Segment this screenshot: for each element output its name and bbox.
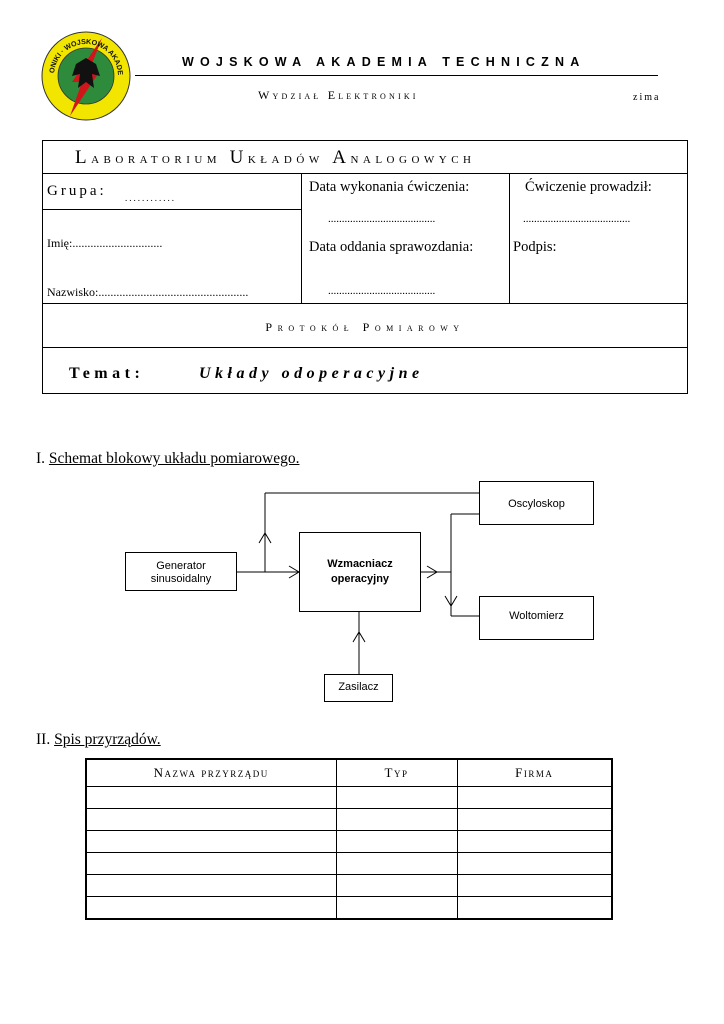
season-label: zima (633, 92, 661, 103)
table-row (85, 852, 613, 875)
group-label: Grupa: (47, 183, 107, 199)
table-cell[interactable] (456, 808, 613, 831)
table-cell[interactable] (335, 786, 458, 809)
form-divider (43, 303, 687, 304)
form-divider (43, 173, 687, 174)
table-row (85, 896, 613, 920)
group-field[interactable]: ............ (125, 193, 176, 203)
date-submit-label: Data oddania sprawozdania: (309, 239, 474, 255)
university-name: WOJSKOWA AKADEMIA TECHNICZNA (182, 55, 586, 69)
form-divider (509, 173, 510, 303)
table-body (85, 786, 613, 920)
instruments-table: Nazwa przyrządu Typ Firma (85, 758, 613, 920)
section-2-heading: II. Spis przyrządów. (36, 731, 161, 748)
table-cell[interactable] (85, 874, 337, 897)
col-header-type: Typ (335, 758, 458, 787)
topic-value: Układy odoperacyjne (199, 365, 424, 382)
form-box: Laboratorium Układów Analogowych Grupa: … (42, 140, 688, 394)
signature-label: Podpis: (513, 239, 557, 255)
table-row (85, 830, 613, 853)
date-submit-field[interactable]: ....................................... (328, 285, 436, 297)
table-cell[interactable] (456, 786, 613, 809)
table-cell[interactable] (456, 896, 613, 920)
date-exec-field[interactable]: ....................................... (328, 213, 436, 225)
first-name-field[interactable]: Imię:.............................. (47, 236, 163, 250)
table-cell[interactable] (456, 852, 613, 875)
table-cell[interactable] (456, 874, 613, 897)
form-divider (43, 209, 301, 210)
table-cell[interactable] (85, 786, 337, 809)
topic-label: Temat: (69, 365, 145, 382)
table-cell[interactable] (85, 896, 337, 920)
lab-title: Laboratorium Układów Analogowych (75, 147, 476, 168)
col-header-company: Firma (456, 758, 613, 787)
oscilloscope-block: Oscyloskop (479, 481, 594, 525)
table-cell[interactable] (85, 852, 337, 875)
table-cell[interactable] (85, 808, 337, 831)
table-cell[interactable] (335, 830, 458, 853)
instructor-label: Ćwiczenie prowadził: (525, 179, 652, 195)
power-supply-block: Zasilacz (324, 674, 393, 702)
faculty-name: Wydział Elektroniki (258, 88, 419, 102)
table-header-row: Nazwa przyrządu Typ Firma (85, 758, 613, 787)
col-header-name: Nazwa przyrządu (85, 758, 337, 787)
voltmeter-block: Woltomierz (479, 596, 594, 640)
protocol-title: Protokół Pomiarowy (265, 320, 465, 334)
form-divider (43, 347, 687, 348)
university-logo: WYDZIAŁ ELEKTRONIKI · WOJSKOWA AKADEMIA … (40, 30, 131, 121)
table-row (85, 808, 613, 831)
instructor-field[interactable]: ....................................... (523, 213, 631, 225)
table-cell[interactable] (335, 874, 458, 897)
table-cell[interactable] (456, 830, 613, 853)
table-cell[interactable] (335, 896, 458, 920)
date-exec-label: Data wykonania ćwiczenia: (309, 179, 470, 195)
form-divider (301, 173, 302, 303)
table-cell[interactable] (335, 852, 458, 875)
header-rule (135, 75, 658, 76)
table-cell[interactable] (335, 808, 458, 831)
table-cell[interactable] (85, 830, 337, 853)
section-1-heading: I. Schemat blokowy układu pomiarowego. (36, 450, 300, 467)
table-row (85, 786, 613, 809)
last-name-field[interactable]: Nazwisko:...............................… (47, 285, 249, 299)
table-row (85, 874, 613, 897)
